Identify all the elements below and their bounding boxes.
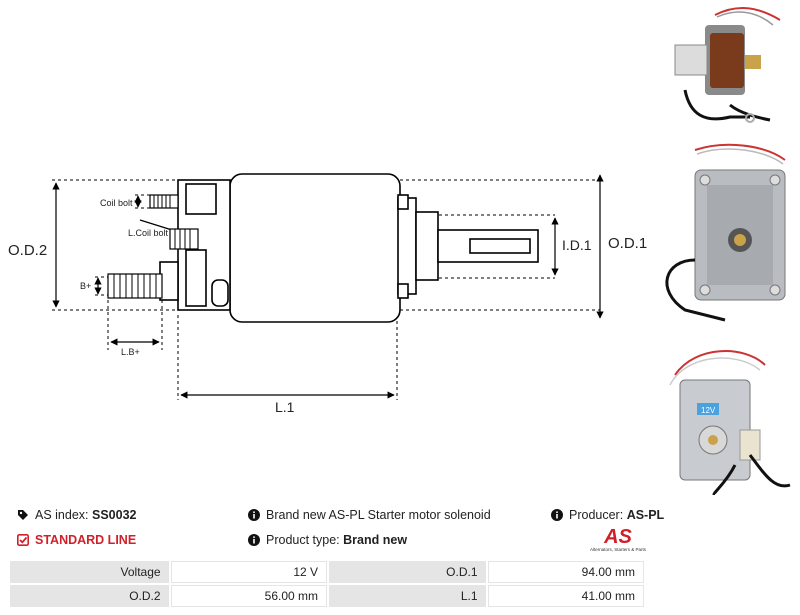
product-photo-front[interactable] <box>655 140 800 330</box>
label-coil-bolt: Coil bolt <box>100 198 133 208</box>
label-l-b-plus: L.B+ <box>121 347 140 357</box>
spec-label: Voltage <box>10 561 169 583</box>
table-row: Voltage 12 V O.D.1 94.00 mm <box>10 561 644 583</box>
table-row: O.D.2 56.00 mm L.1 41.00 mm <box>10 585 644 607</box>
product-photo-side[interactable] <box>655 5 800 135</box>
description-text: Brand new AS-PL Starter motor solenoid <box>266 508 491 522</box>
standard-line-label: STANDARD LINE <box>35 533 137 547</box>
as-pl-logo: AS Alternators, Starters & Parts <box>583 527 653 555</box>
spec-value: 12 V <box>170 561 328 583</box>
spec-label: O.D.1 <box>329 561 486 583</box>
producer: Producer: AS-PL <box>551 508 664 522</box>
label-l-coil-bolt: L.Coil bolt <box>128 228 169 238</box>
info-icon <box>551 509 563 521</box>
spec-label: O.D.2 <box>10 585 169 607</box>
label-12v: 12V <box>701 406 716 415</box>
producer-value: AS-PL <box>626 508 665 522</box>
product-type-value: Brand new <box>343 533 408 547</box>
as-index-value: SS0032 <box>92 508 137 522</box>
info-row-1: AS index: SS0032 Brand new AS-PL Starter… <box>0 505 800 527</box>
product-photos: 12V <box>655 0 800 500</box>
description: Brand new AS-PL Starter motor solenoid <box>248 508 491 522</box>
product-photo-back[interactable]: 12V <box>655 345 800 495</box>
info-row-2: STANDARD LINE Product type: Brand new <box>0 530 800 552</box>
label-l1: L.1 <box>275 399 295 415</box>
label-od1: O.D.1 <box>608 235 647 252</box>
spec-value: 94.00 mm <box>487 561 644 583</box>
label-od2: O.D.2 <box>8 242 47 259</box>
standard-line: STANDARD LINE <box>17 533 136 547</box>
logo-tagline: Alternators, Starters & Parts <box>589 547 647 552</box>
label-id1: I.D.1 <box>562 237 592 253</box>
spec-value: 41.00 mm <box>487 585 644 607</box>
specs-table: Voltage 12 V O.D.1 94.00 mm O.D.2 56.00 … <box>8 559 646 609</box>
info-icon <box>248 534 260 546</box>
label-b-plus: B+ <box>80 281 91 291</box>
info-icon <box>248 509 260 521</box>
technical-drawing: O.D.2 O.D.1 I.D.1 L.1 Coil bolt L.Coil b… <box>0 150 650 430</box>
product-type-label: Product type: <box>266 533 340 547</box>
as-index: AS index: SS0032 <box>17 508 136 522</box>
tag-icon <box>18 510 28 520</box>
checkbox-checked-icon <box>17 534 29 546</box>
logo-brand: AS <box>604 526 632 548</box>
as-index-label: AS index: <box>35 508 89 522</box>
product-type: Product type: Brand new <box>248 533 407 547</box>
producer-label: Producer: <box>569 508 624 522</box>
spec-value: 56.00 mm <box>170 585 328 607</box>
spec-label: L.1 <box>329 585 486 607</box>
